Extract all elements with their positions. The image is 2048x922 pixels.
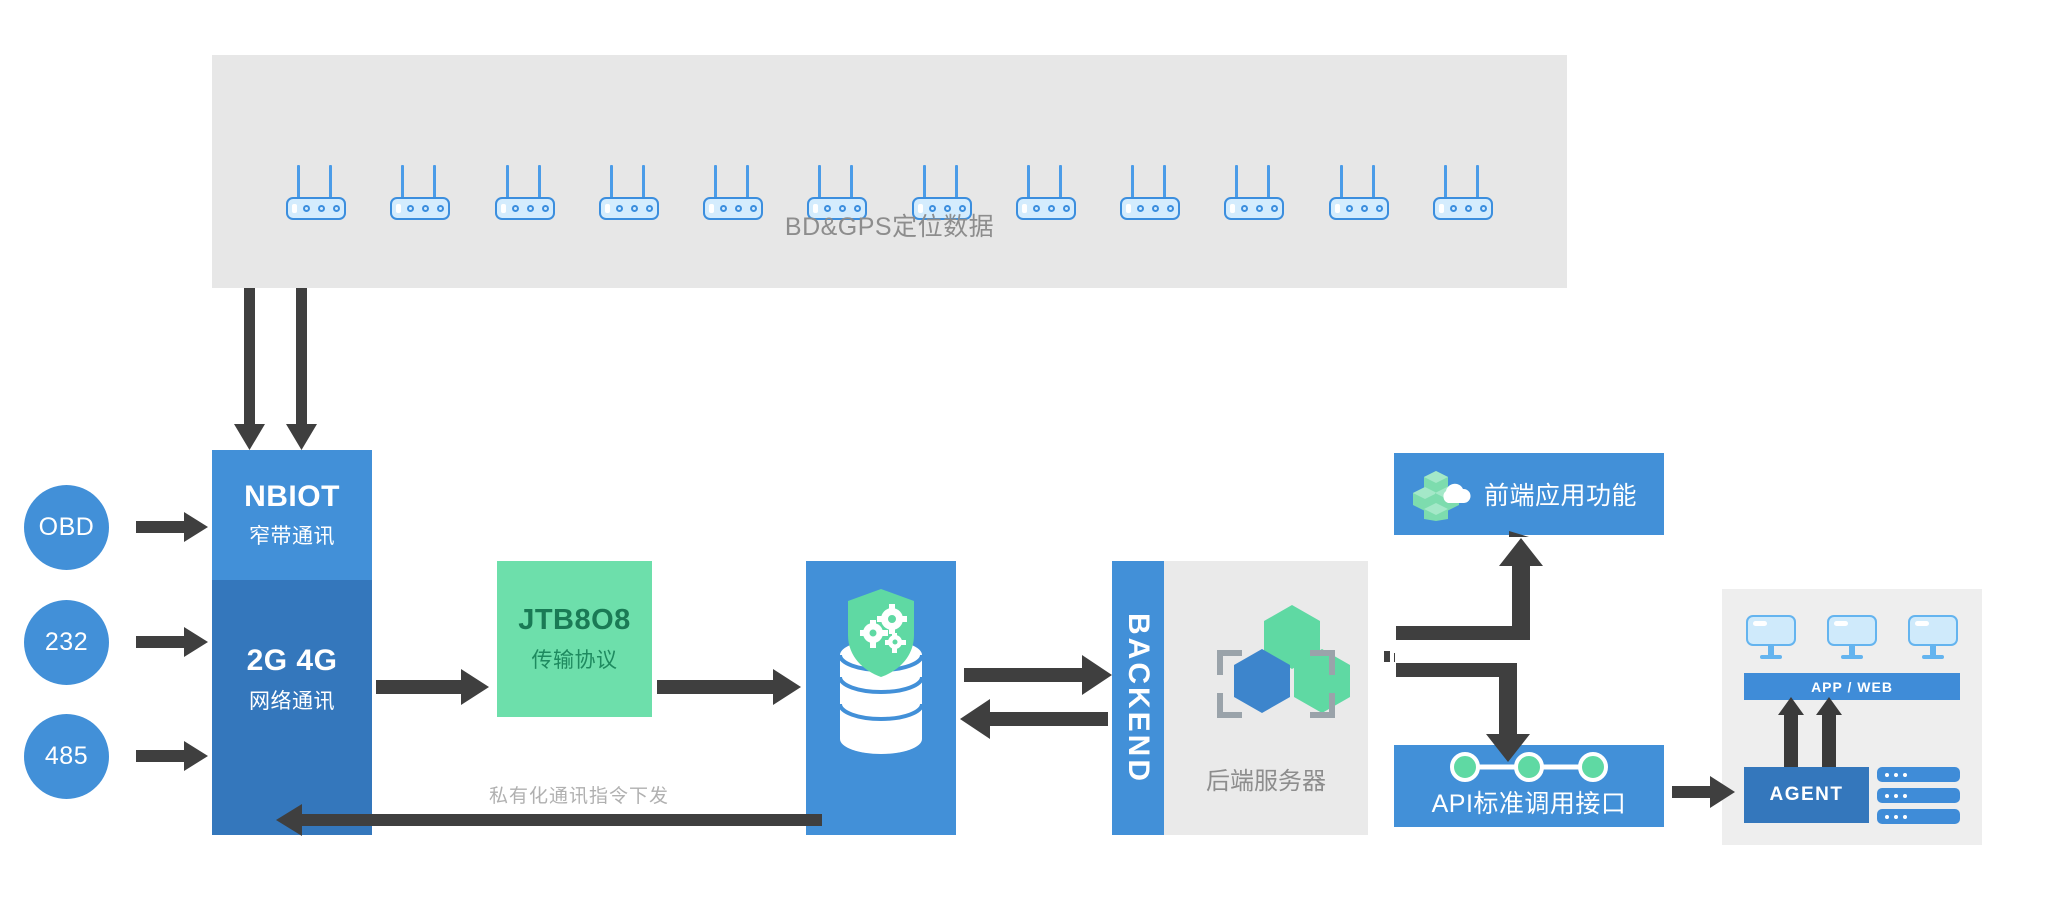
protocol-title: JTB8O8 bbox=[518, 604, 631, 637]
monitor-icon bbox=[1908, 615, 1958, 661]
router-icon bbox=[1224, 165, 1285, 221]
router-icon bbox=[1328, 165, 1389, 221]
router-icon bbox=[1015, 165, 1076, 221]
appweb-bar: APP / WEB bbox=[1744, 673, 1960, 700]
router-icon bbox=[703, 165, 764, 221]
source-label: 485 bbox=[44, 742, 89, 770]
monitor-icon bbox=[1746, 615, 1796, 661]
monitor-row bbox=[1746, 615, 1958, 661]
client-panel: APP / WEB AGENT bbox=[1722, 589, 1982, 845]
protocol-subtitle: 传输协议 bbox=[531, 648, 618, 672]
hexagon-cluster-icon bbox=[1217, 605, 1350, 718]
downlink-command-label: 私有化通讯指令下发 bbox=[489, 786, 670, 807]
router-icon bbox=[1120, 165, 1181, 221]
communication-module-block: NBIOT 窄带通讯 2G 4G 网络通讯 bbox=[212, 450, 372, 835]
frontend-app-block: 前端应用功能 bbox=[1394, 453, 1664, 535]
api-block: API标准调用接口 bbox=[1394, 745, 1664, 827]
cloud-cubes-icon bbox=[1413, 471, 1471, 521]
nbiot-subtitle: 窄带通讯 bbox=[249, 525, 335, 549]
api-label: API标准调用接口 bbox=[1431, 790, 1627, 818]
router-icon bbox=[598, 165, 659, 221]
nbiot-title: NBIOT bbox=[244, 479, 340, 513]
monitor-icon bbox=[1827, 615, 1877, 661]
protocol-block: JTB8O8 传输协议 bbox=[497, 561, 652, 717]
mobile-network-subtitle: 网络通讯 bbox=[249, 689, 335, 713]
server-rack-group bbox=[1877, 767, 1960, 824]
backend-server-block: BACKEND 后端服务器 bbox=[1112, 561, 1368, 835]
backend-strip-label: BACKEND bbox=[1122, 612, 1155, 784]
database-block bbox=[806, 561, 956, 835]
server-rack-icon bbox=[1877, 767, 1960, 782]
backend-strip: BACKEND bbox=[1112, 561, 1164, 835]
gps-band-label: BD&GPS定位数据 bbox=[784, 213, 995, 241]
router-icon bbox=[807, 165, 868, 221]
router-icon bbox=[494, 165, 555, 221]
router-icon bbox=[286, 165, 346, 221]
server-rack-icon bbox=[1877, 788, 1960, 803]
backend-label: 后端服务器 bbox=[1206, 768, 1326, 795]
source-node-obd: OBD bbox=[24, 485, 109, 570]
appweb-label: APP / WEB bbox=[1811, 678, 1893, 695]
source-node-485: 485 bbox=[24, 714, 109, 799]
gps-data-band: BD&GPS定位数据 bbox=[212, 55, 1567, 288]
agent-box: AGENT bbox=[1744, 767, 1869, 823]
source-label: OBD bbox=[38, 513, 95, 541]
router-row bbox=[212, 165, 1567, 225]
router-icon bbox=[911, 165, 972, 221]
router-icon bbox=[1432, 165, 1493, 221]
node-chain-icon bbox=[1450, 752, 1608, 782]
agent-label: AGENT bbox=[1769, 784, 1844, 805]
mobile-network-title: 2G 4G bbox=[246, 644, 338, 677]
frontend-label: 前端应用功能 bbox=[1484, 482, 1638, 510]
nbiot-section: NBIOT 窄带通讯 bbox=[212, 450, 372, 580]
secure-database-icon bbox=[838, 589, 924, 754]
source-node-232: 232 bbox=[24, 600, 109, 685]
router-icon bbox=[390, 165, 451, 221]
agent-to-appweb-arrows bbox=[1778, 697, 1842, 772]
mobile-network-section: 2G 4G 网络通讯 bbox=[212, 580, 372, 835]
source-label: 232 bbox=[44, 628, 89, 656]
server-rack-icon bbox=[1877, 809, 1960, 824]
